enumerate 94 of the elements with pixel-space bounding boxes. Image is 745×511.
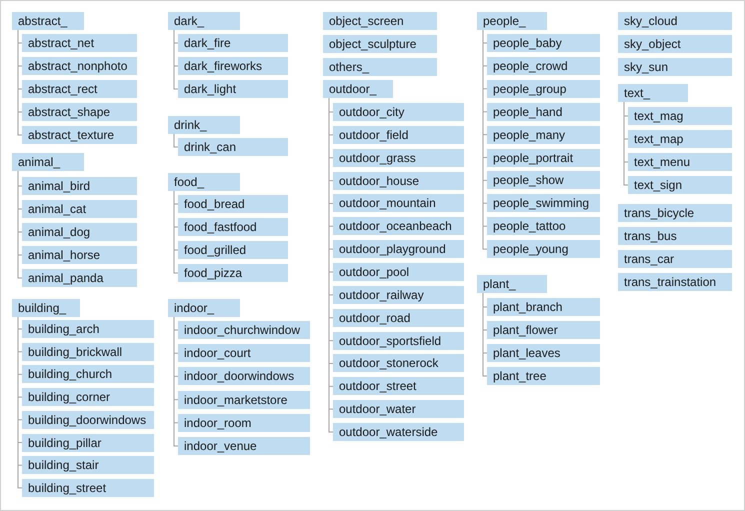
category-box: indoor_court	[178, 344, 310, 362]
category-box: sky_object	[618, 35, 732, 53]
category-box: animal_cat	[22, 200, 137, 218]
category-box: trans_car	[618, 250, 732, 268]
category-box: building_stair	[22, 456, 154, 474]
category-box: building_church	[22, 365, 154, 384]
category-box: outdoor_field	[333, 126, 464, 144]
category-box: people_	[477, 12, 547, 30]
category-box: food_grilled	[178, 241, 288, 259]
category-box: dark_light	[178, 80, 288, 98]
category-box: outdoor_mountain	[333, 194, 464, 212]
category-box: animal_horse	[22, 246, 137, 264]
category-box: building_brickwall	[22, 342, 154, 361]
category-box: trans_bicycle	[618, 204, 732, 222]
category-box: food_	[168, 173, 240, 191]
category-box: food_fastfood	[178, 218, 288, 236]
tree-connector	[174, 30, 178, 90]
category-box: outdoor_water	[333, 400, 464, 418]
category-box: building_doorwindows	[22, 410, 154, 429]
category-box: abstract_net	[22, 34, 137, 52]
category-box: plant_	[477, 275, 547, 293]
category-box: dark_fire	[178, 34, 288, 52]
category-box: outdoor_waterside	[333, 423, 464, 442]
category-box: plant_tree	[487, 367, 600, 385]
category-box: people_hand	[487, 102, 600, 121]
category-box: text_	[618, 84, 688, 102]
category-box: text_menu	[628, 153, 732, 171]
category-box: abstract_shape	[22, 103, 137, 121]
tree-connector	[174, 316, 178, 446]
category-box: sky_sun	[618, 58, 732, 76]
category-box: outdoor_road	[333, 308, 464, 327]
category-box: outdoor_grass	[333, 148, 464, 167]
category-box: plant_branch	[487, 298, 600, 316]
category-box: building_arch	[22, 320, 154, 338]
category-box: outdoor_sportsfield	[333, 332, 464, 350]
category-box: abstract_nonphoto	[22, 57, 137, 75]
category-box: abstract_texture	[22, 126, 137, 144]
category-box: trans_bus	[618, 227, 732, 245]
category-box: outdoor_street	[333, 377, 464, 396]
category-box: building_	[12, 299, 80, 317]
category-box: text_map	[628, 130, 732, 148]
category-box: dark_fireworks	[178, 57, 288, 75]
category-box: indoor_	[168, 299, 240, 317]
category-box: abstract_rect	[22, 80, 137, 98]
category-box: outdoor_playground	[333, 240, 464, 258]
category-box: outdoor_railway	[333, 286, 464, 304]
category-box: building_pillar	[22, 434, 154, 452]
category-box: object_sculpture	[323, 35, 437, 53]
category-box: indoor_doorwindows	[178, 367, 310, 386]
tree-connector	[624, 102, 628, 186]
category-box: people_tattoo	[487, 217, 600, 236]
category-box: text_sign	[628, 176, 732, 194]
category-box: indoor_room	[178, 414, 310, 432]
category-box: people_crowd	[487, 56, 600, 75]
category-box: object_screen	[323, 12, 437, 30]
category-box: dark_	[168, 12, 240, 30]
category-box: animal_bird	[22, 177, 137, 195]
category-box: outdoor_city	[333, 103, 464, 121]
category-box: people_show	[487, 171, 600, 190]
category-box: people_baby	[487, 34, 600, 52]
category-box: outdoor_pool	[333, 263, 464, 282]
category-box: people_swimming	[487, 194, 600, 212]
category-box: trans_trainstation	[618, 273, 732, 291]
category-box: plant_leaves	[487, 344, 600, 362]
tree-connector	[174, 134, 178, 148]
category-box: outdoor_house	[333, 172, 464, 190]
category-box: outdoor_stonerock	[333, 354, 464, 372]
category-box: people_portrait	[487, 148, 600, 166]
category-box: people_group	[487, 80, 600, 98]
tree-connector	[18, 170, 22, 278]
category-box: text_mag	[628, 107, 732, 125]
category-box: outdoor_oceanbeach	[333, 217, 464, 236]
category-box: food_pizza	[178, 264, 288, 282]
category-box: plant_flower	[487, 321, 600, 339]
category-box: building_corner	[22, 388, 154, 406]
category-box: animal_panda	[22, 269, 137, 287]
category-box: indoor_venue	[178, 437, 310, 455]
category-box: indoor_marketstore	[178, 390, 310, 409]
category-box: abstract_	[12, 12, 84, 30]
tree-connector	[174, 190, 178, 274]
tree-connector	[18, 30, 22, 136]
category-box: people_many	[487, 126, 600, 144]
category-box: drink_can	[178, 138, 288, 156]
category-box: food_bread	[178, 195, 288, 213]
category-box: others_	[323, 58, 437, 76]
category-box: drink_	[168, 116, 240, 134]
category-box: sky_cloud	[618, 12, 732, 30]
category-box: indoor_churchwindow	[178, 321, 310, 339]
category-box: building_street	[22, 478, 154, 497]
category-box: outdoor_	[323, 80, 393, 98]
category-box: animal_	[12, 153, 84, 171]
category-box: animal_dog	[22, 223, 137, 241]
tree-connector	[482, 292, 488, 376]
category-box: people_young	[487, 240, 600, 258]
